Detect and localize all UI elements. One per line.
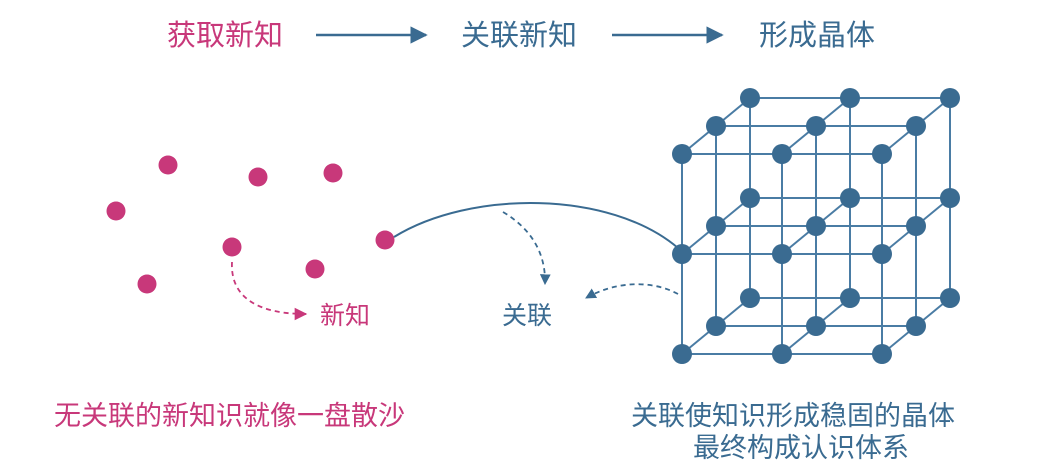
connection-arc (393, 202, 679, 249)
lattice-node (740, 288, 760, 308)
sand-dot (305, 259, 325, 279)
sand-dot (106, 201, 126, 221)
lattice-node (672, 344, 692, 364)
sand-dot (375, 230, 395, 250)
association-arrow-right (585, 283, 679, 299)
association-arrow-top (502, 211, 551, 286)
lattice-node (806, 116, 826, 136)
lattice-node (872, 344, 892, 364)
lattice-node (772, 144, 792, 164)
lattice-node (806, 316, 826, 336)
lattice-node (706, 116, 726, 136)
sand-dot (137, 274, 157, 294)
lattice-node (940, 188, 960, 208)
scattered-dots (106, 155, 395, 294)
flow-step-acquire: 获取新知 (167, 18, 284, 52)
caption-crystal-line1: 关联使知识形成稳固的晶体 (631, 401, 955, 432)
lattice-node (706, 216, 726, 236)
lattice-node (840, 188, 860, 208)
lattice-node (840, 88, 860, 108)
lattice-node (940, 88, 960, 108)
lattice-node (906, 316, 926, 336)
lattice-node (840, 288, 860, 308)
sand-dot (158, 155, 178, 175)
lattice-node (706, 316, 726, 336)
lattice-node (740, 188, 760, 208)
lattice-node (772, 244, 792, 264)
lattice-node (772, 344, 792, 364)
lattice-node (806, 216, 826, 236)
sand-dot (248, 167, 268, 187)
crystal-lattice (672, 88, 960, 364)
new-knowledge-label: 新知 (320, 301, 371, 330)
new-knowledge-arrow (231, 261, 308, 321)
lattice-node (872, 144, 892, 164)
lattice-node (906, 216, 926, 236)
flow-step-crystallize: 形成晶体 (759, 18, 876, 52)
caption-crystal-line2: 最终构成认识体系 (693, 433, 909, 464)
lattice-node (740, 88, 760, 108)
lattice-node (872, 244, 892, 264)
lattice-node (672, 244, 692, 264)
flow-step-associate: 关联新知 (461, 18, 578, 52)
sand-dot (222, 237, 242, 257)
lattice-node (672, 144, 692, 164)
association-label: 关联 (502, 301, 553, 330)
sand-dot (323, 163, 343, 183)
lattice-node (906, 116, 926, 136)
lattice-node (940, 288, 960, 308)
caption-scattered-sand: 无关联的新知识就像一盘散沙 (54, 401, 405, 432)
